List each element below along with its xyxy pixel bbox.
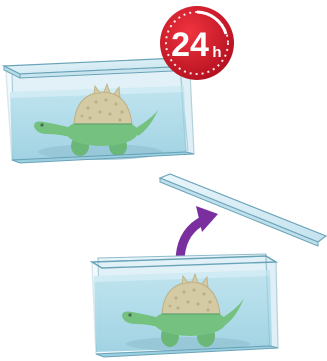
top-container-front-wall xyxy=(6,66,186,160)
curved-arrow-icon xyxy=(180,206,218,262)
bottom-container-front-wall xyxy=(92,256,270,354)
bottom-container xyxy=(92,254,278,357)
top-container xyxy=(4,58,194,163)
timer-badge: 24 h xyxy=(160,6,234,80)
timer-unit: h xyxy=(212,44,221,61)
timer-value: 24 xyxy=(171,26,209,64)
